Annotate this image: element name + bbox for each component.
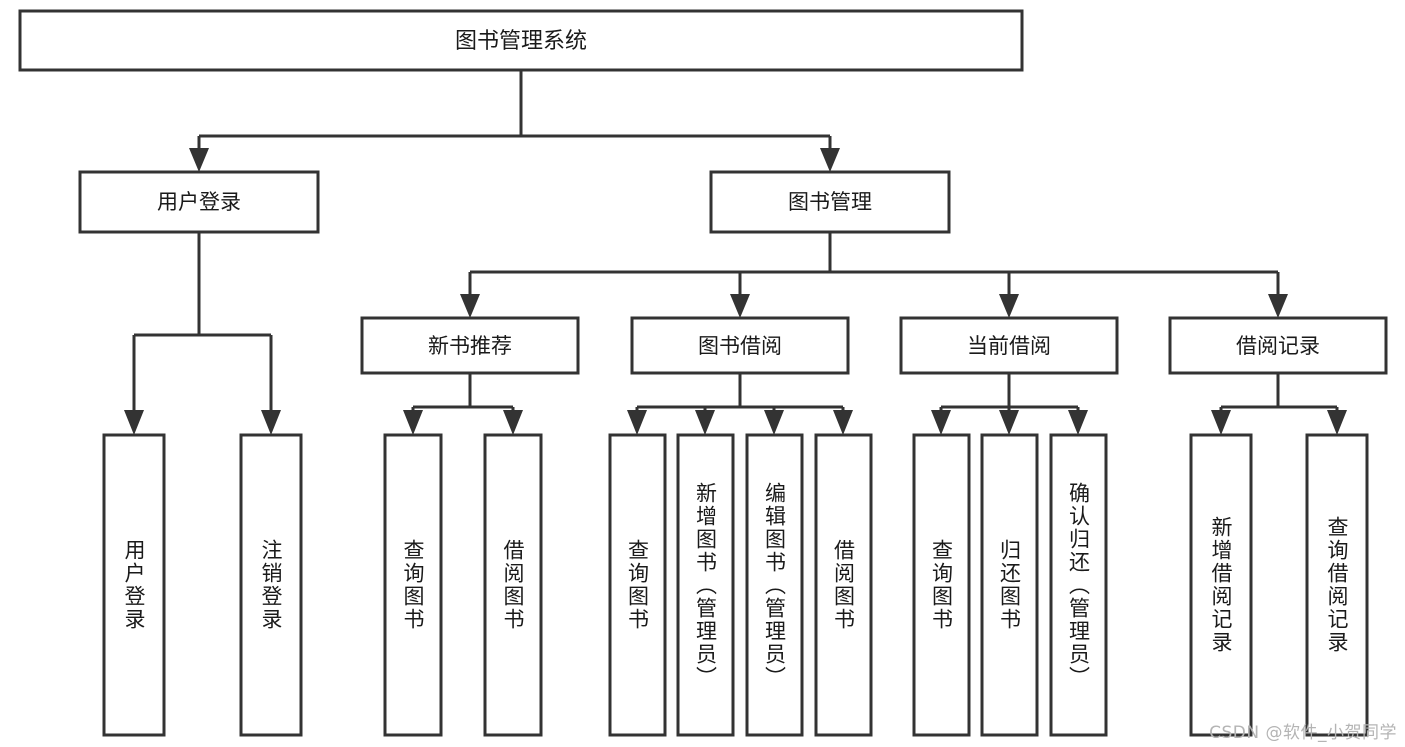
leaf-box-query-book-b[interactable]	[608, 433, 667, 737]
leaf-box-query-record[interactable]	[1305, 433, 1369, 737]
arrow-head-leaf-borrow-book-b	[833, 410, 853, 435]
connector-layer	[124, 70, 1347, 435]
node-book-borrowing-label: 图书借阅	[698, 334, 782, 358]
arrow-head-new-book-rec	[460, 294, 480, 318]
node-new-book-recommend[interactable]: 新书推荐	[360, 316, 580, 375]
node-current-borrowing[interactable]: 当前借阅	[899, 316, 1119, 375]
leaf-box-return-book[interactable]	[980, 433, 1039, 737]
leaf-box-add-record[interactable]	[1189, 433, 1253, 737]
arrow-head-leaf-query-book-b	[627, 410, 647, 435]
arrow-head-leaf-query-record	[1327, 410, 1347, 435]
arrow-head-leaf-query-book-a	[403, 410, 423, 435]
arrow-head-leaf-query-book-c	[931, 410, 951, 435]
arrow-head-book-borrow	[730, 294, 750, 318]
arrow-head-current-borrow	[999, 294, 1019, 318]
arrow-head-leaf-borrow-book-a	[503, 410, 523, 435]
node-user-login[interactable]: 用户登录	[78, 170, 320, 234]
node-book-borrowing[interactable]: 图书借阅	[630, 316, 850, 375]
arrow-head-user-login	[189, 148, 209, 172]
node-borrowing-record[interactable]: 借阅记录	[1168, 316, 1388, 375]
node-book-management[interactable]: 图书管理	[709, 170, 951, 234]
node-new-book-recommend-label: 新书推荐	[428, 334, 512, 358]
arrow-head-book-mgmt	[820, 148, 840, 172]
leaf-box-layer	[102, 433, 1369, 737]
arrow-head-leaf-edit-book	[764, 410, 784, 435]
arrow-head-leaf-confirm-return	[1068, 410, 1088, 435]
arrow-head-leaf-add-book	[695, 410, 715, 435]
arrow-head-leaf-user-login	[124, 410, 144, 435]
node-book-management-label: 图书管理	[788, 190, 872, 214]
leaf-box-edit-book[interactable]	[745, 433, 804, 737]
node-root-system-label: 图书管理系统	[455, 29, 587, 54]
node-user-login-label: 用户登录	[157, 190, 241, 214]
arrow-head-leaf-add-record	[1211, 410, 1231, 435]
leaf-box-add-book[interactable]	[676, 433, 735, 737]
csdn-watermark: CSDN @软件_小贺同学	[1209, 723, 1397, 743]
leaf-box-borrow-book-a[interactable]	[483, 433, 543, 737]
arrow-head-leaf-return-book	[999, 410, 1019, 435]
leaf-box-query-book-a[interactable]	[383, 433, 443, 737]
node-current-borrowing-label: 当前借阅	[967, 334, 1051, 358]
arrow-head-borrow-record	[1268, 294, 1288, 318]
leaf-box-user-login[interactable]	[102, 433, 166, 737]
node-root-system[interactable]: 图书管理系统	[18, 9, 1024, 72]
leaf-box-logout[interactable]	[239, 433, 303, 737]
leaf-box-borrow-book-b[interactable]	[814, 433, 873, 737]
leaf-box-confirm-return[interactable]	[1049, 433, 1108, 737]
arrow-head-leaf-logout	[261, 410, 281, 435]
leaf-box-query-book-c[interactable]	[912, 433, 971, 737]
node-borrowing-record-label: 借阅记录	[1236, 334, 1320, 358]
